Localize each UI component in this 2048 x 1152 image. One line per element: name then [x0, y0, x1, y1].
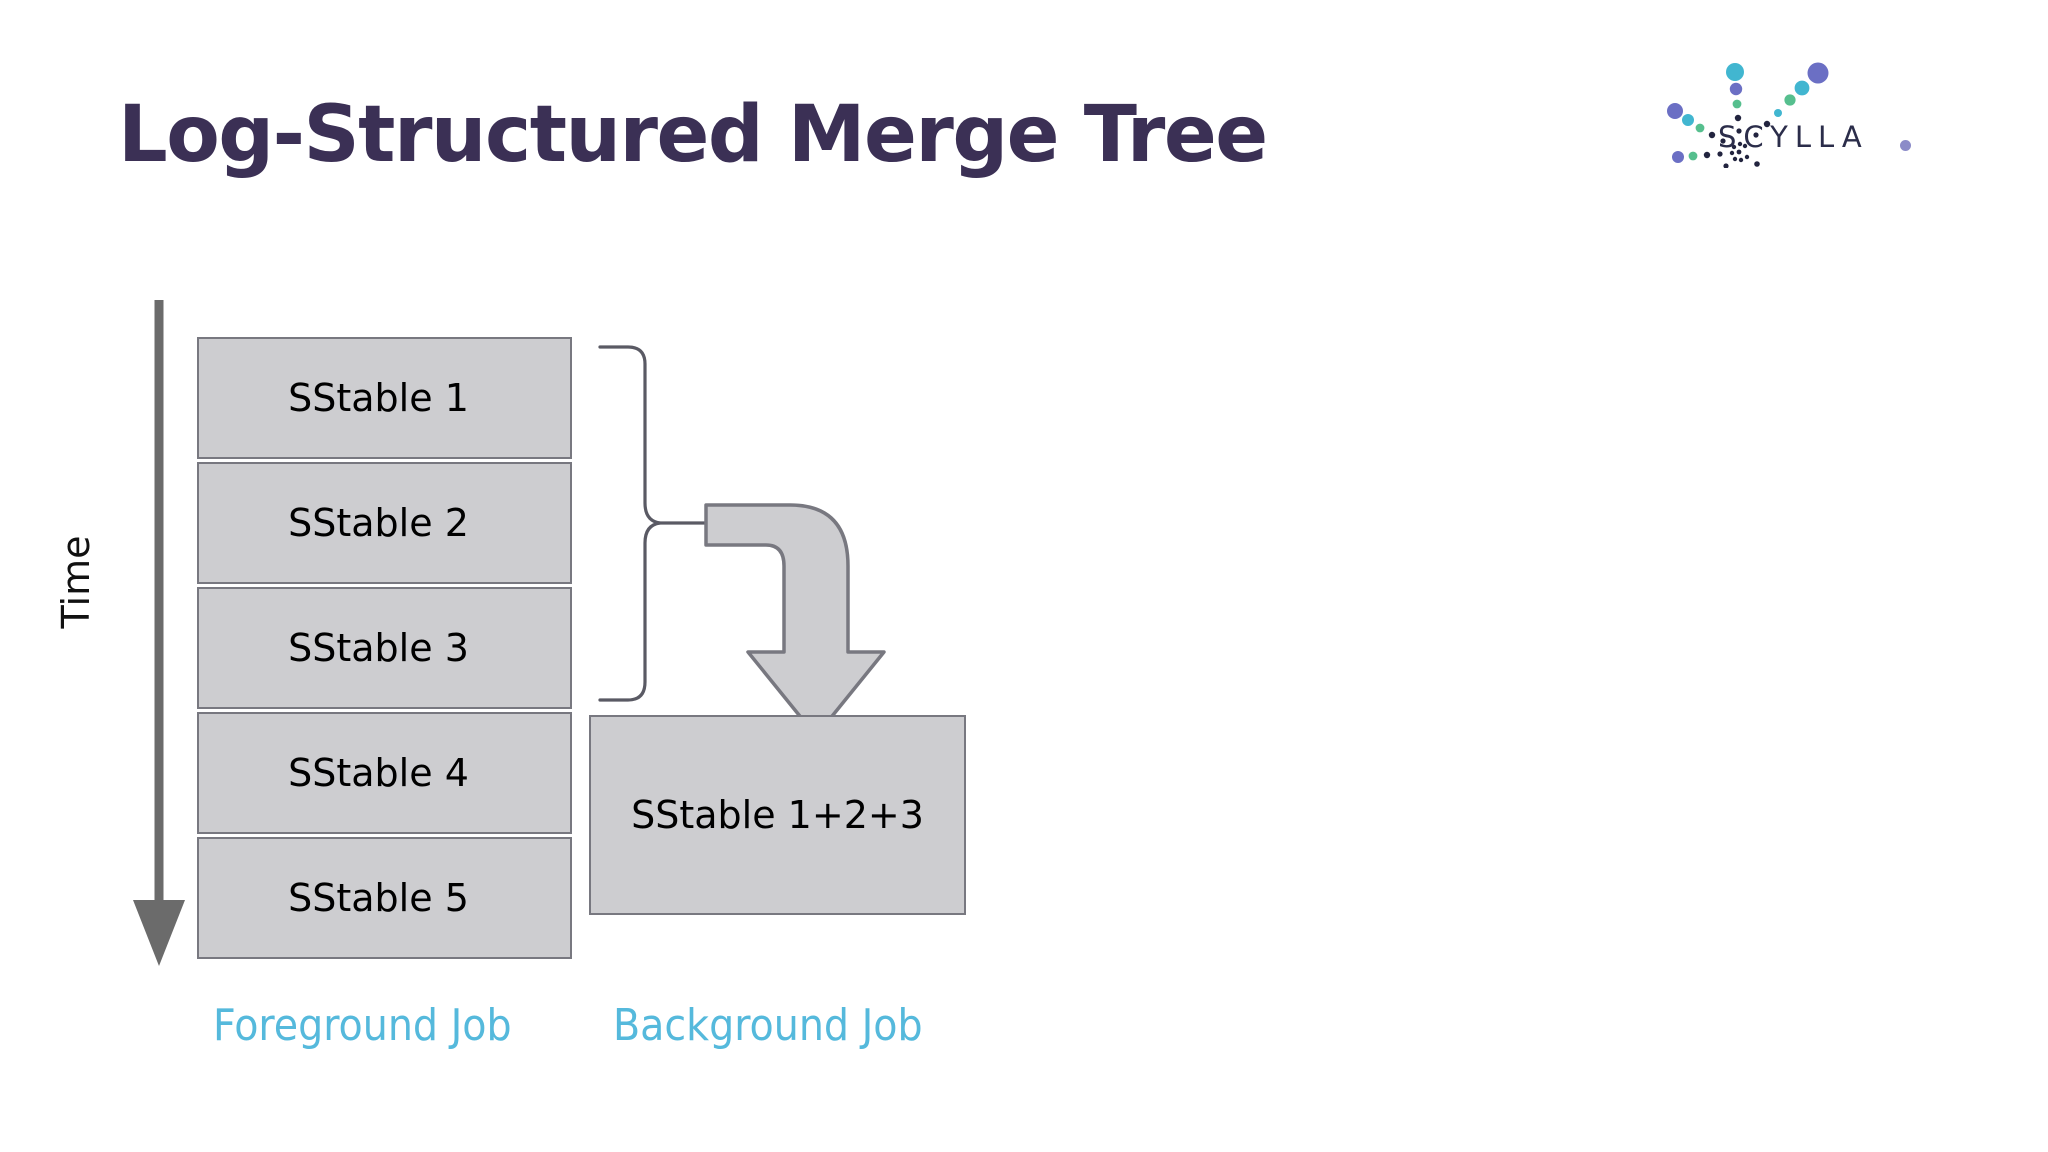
scylla-burst-icon — [1667, 62, 1829, 178]
sstable-box-merged[interactable]: SStable 1+2+3 — [589, 715, 966, 915]
time-axis-arrow-icon — [133, 300, 185, 966]
logo-trailing-dot-icon — [1900, 140, 1911, 151]
page-title: Log-Structured Merge Tree — [118, 90, 1268, 180]
time-axis-label: Time — [54, 535, 98, 629]
sstable-box-3[interactable]: SStable 3 — [197, 587, 572, 709]
background-job-label: Background Job — [613, 1000, 923, 1051]
sstable-label: SStable 1+2+3 — [631, 793, 924, 837]
sstable-box-4[interactable]: SStable 4 — [197, 712, 572, 834]
sstable-label: SStable 3 — [288, 626, 469, 670]
sstable-label: SStable 1 — [288, 376, 469, 420]
compaction-arrow-icon — [704, 503, 886, 738]
scylla-logo: SCYLLA — [1650, 28, 1950, 178]
sstable-label: SStable 5 — [288, 876, 469, 920]
sstable-box-2[interactable]: SStable 2 — [197, 462, 572, 584]
foreground-job-label: Foreground Job — [213, 1000, 512, 1051]
grouping-brace-icon — [598, 345, 708, 702]
logo-wordmark: SCYLLA — [1718, 120, 1869, 154]
sstable-label: SStable 2 — [288, 501, 469, 545]
sstable-label: SStable 4 — [288, 751, 469, 795]
sstable-box-1[interactable]: SStable 1 — [197, 337, 572, 459]
sstable-box-5[interactable]: SStable 5 — [197, 837, 572, 959]
